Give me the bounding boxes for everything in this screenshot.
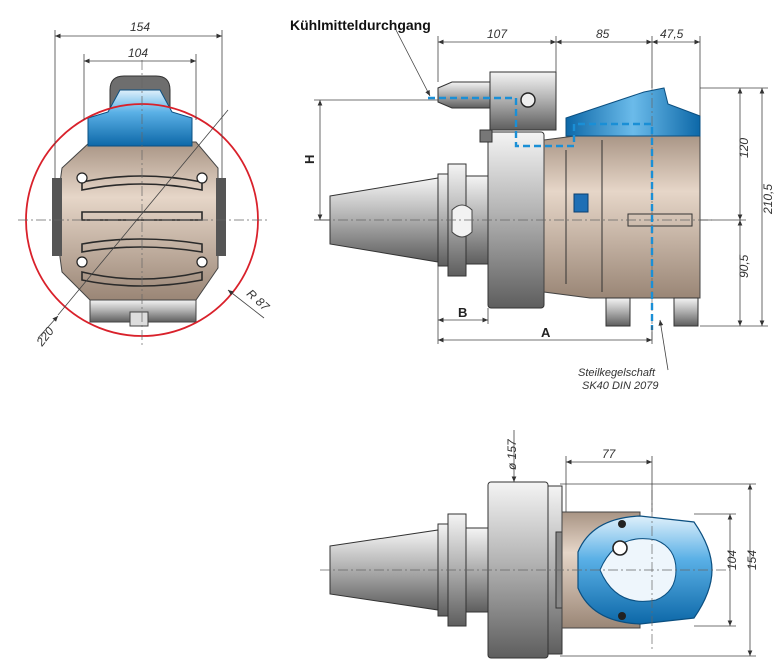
side-top-nozzle (437, 81, 491, 109)
side-top-screw (520, 92, 536, 108)
dim-front-width-outer: 154 (130, 20, 150, 34)
dim-side-47-5: 47,5 (660, 27, 684, 41)
front-body (54, 141, 219, 301)
shank-label-line1: Steilkegelschaft (578, 367, 656, 379)
side-body (543, 133, 701, 299)
dim-top-diameter-157: ø 157 (505, 438, 519, 470)
dim-side-H: H (302, 155, 317, 164)
front-grooves (81, 175, 203, 287)
front-blue-clamp (87, 89, 193, 147)
front-screws (76, 172, 208, 268)
dim-side-A: A (541, 325, 551, 340)
front-bottom-key (129, 311, 149, 327)
dim-top-104: 104 (725, 550, 739, 570)
dim-front-width-inner: 104 (128, 46, 148, 60)
top-hook-screw (612, 540, 628, 556)
front-left-cap (52, 178, 62, 256)
dim-front-radius: R 87 (244, 286, 273, 314)
shank-label-line2: SK40 DIN 2079 (582, 380, 658, 392)
dim-top-77: 77 (602, 447, 617, 461)
front-view: 154 104 220 R 87 (18, 20, 273, 349)
front-right-cap (216, 178, 226, 256)
dim-side-B: B (458, 305, 467, 320)
side-foot-right (673, 297, 699, 327)
dim-side-210-5: 210,5 (761, 184, 775, 215)
top-hook-screw-3 (618, 612, 626, 620)
dim-front-diameter: 220 (33, 324, 57, 349)
dim-side-107: 107 (487, 27, 508, 41)
top-view: 77 ø 157 104 154 (320, 430, 759, 659)
side-blue-clamp (565, 87, 701, 137)
side-small-stud (479, 129, 493, 143)
dim-side-85: 85 (596, 27, 610, 41)
dim-top-154: 154 (745, 550, 759, 570)
dim-side-90-5: 90,5 (737, 254, 751, 278)
side-view: Kühlmitteldurchgang 107 85 47,5 120 90,5… (290, 17, 775, 392)
coolant-label: Kühlmitteldurchgang (290, 17, 431, 33)
side-foot-left (605, 297, 631, 327)
top-hook-screw-2 (618, 520, 626, 528)
coolant-path (428, 96, 654, 330)
side-logo-plate (573, 193, 589, 213)
dim-side-120: 120 (737, 138, 751, 158)
side-collar-hole (451, 204, 473, 238)
